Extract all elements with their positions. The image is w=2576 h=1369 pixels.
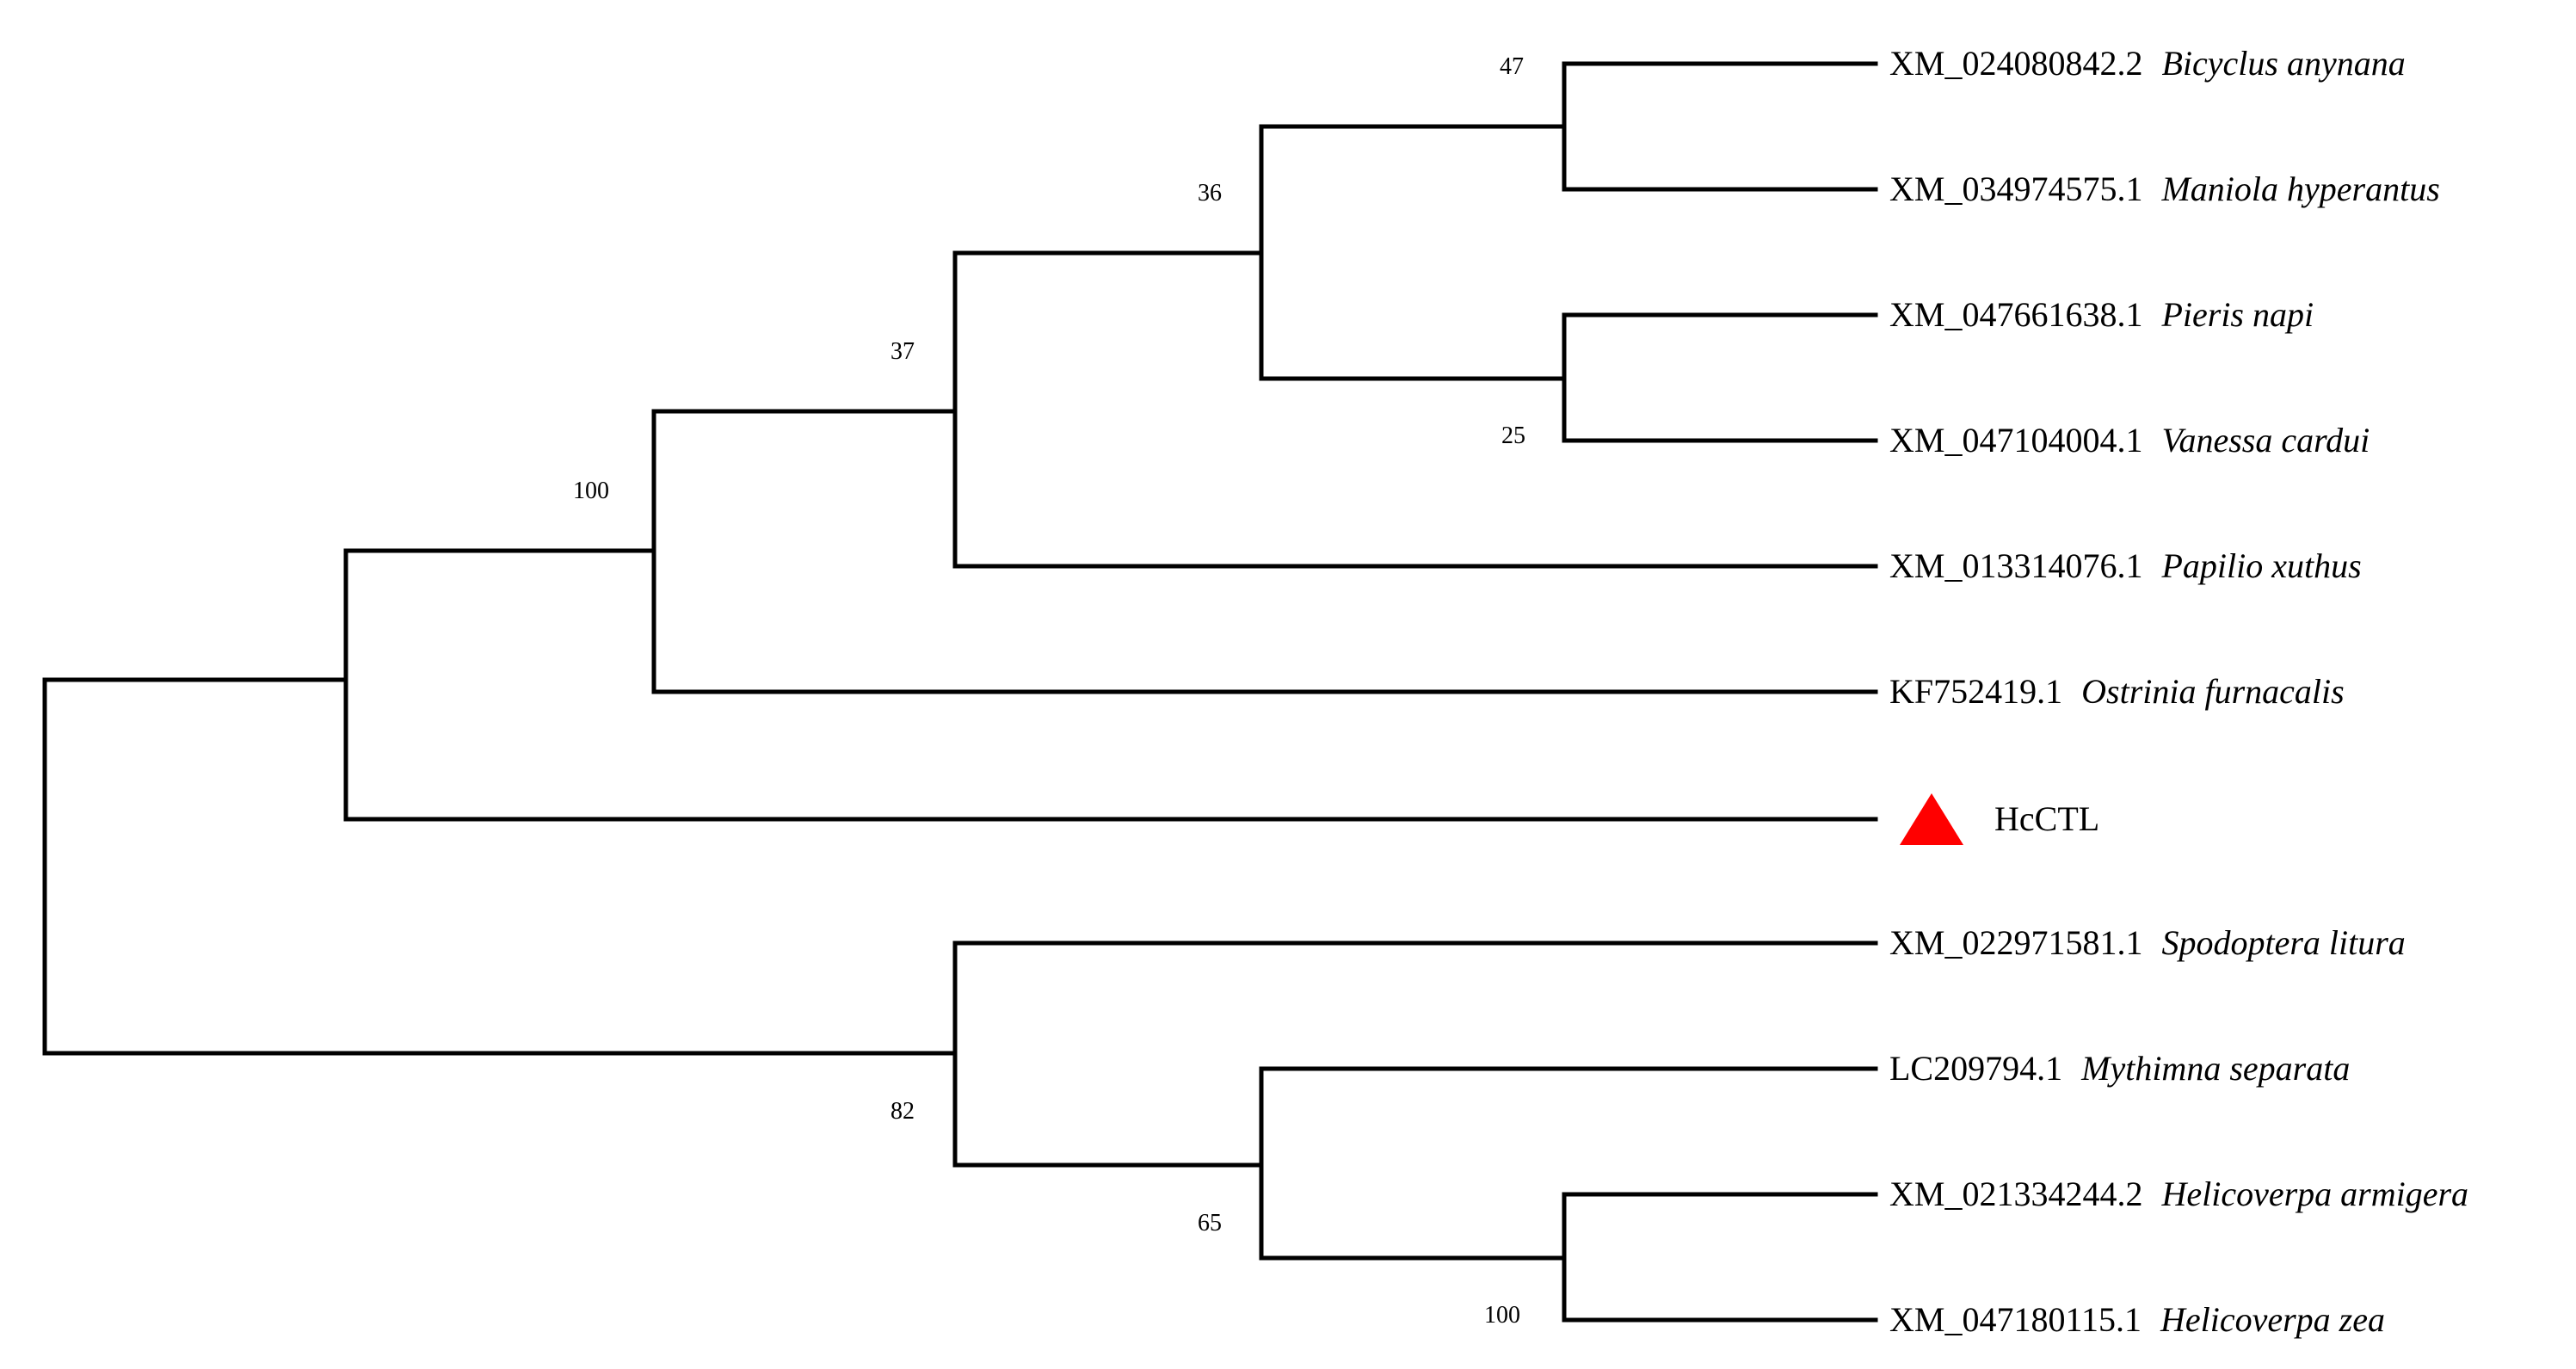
leaf-species: Vanessa cardui [2161, 421, 2370, 459]
leaf-label: XM_022971581.1 Spodoptera litura [1889, 923, 2406, 962]
leaf-label: XM_021334244.2 Helicoverpa armigera [1889, 1175, 2468, 1213]
leaf-accession: KF752419.1 [1889, 672, 2062, 711]
leaf-accession: XM_034974575.1 [1889, 170, 2142, 208]
leaf-label: XM_024080842.2 Bicyclus anynana [1889, 44, 2406, 83]
leaf-label: XM_047661638.1 Pieris napi [1889, 295, 2314, 334]
leaf-label: XM_047180115.1 Helicoverpa zea [1889, 1300, 2385, 1339]
leaf-accession: XM_013314076.1 [1889, 546, 2142, 585]
leaf-species: Papilio xuthus [2160, 546, 2361, 585]
bootstrap-82: 82 [891, 1098, 915, 1125]
triangle-marker-icon [1900, 793, 1963, 845]
leaf-species: Helicoverpa zea [2160, 1300, 2385, 1339]
leaf-species: Pieris napi [2160, 295, 2314, 334]
leaf-label: KF752419.1 Ostrinia furnacalis [1889, 672, 2345, 711]
leaf-species: Mythimna separata [2080, 1049, 2350, 1088]
leaf-label: XM_013314076.1 Papilio xuthus [1889, 546, 2362, 585]
leaf-label: LC209794.1 Mythimna separata [1889, 1049, 2350, 1088]
bootstrap-47: 47 [1500, 53, 1524, 80]
leaf-label: XM_047104004.1 Vanessa cardui [1889, 421, 2370, 459]
leaf-accession: XM_047180115.1 [1889, 1300, 2142, 1339]
leaf-accession: XM_047661638.1 [1889, 295, 2142, 334]
leaf-species: Spodoptera litura [2161, 923, 2405, 962]
bootstrap-100-upper: 100 [573, 478, 609, 504]
leaf-species: Ostrinia furnacalis [2081, 672, 2345, 711]
bootstrap-25: 25 [1501, 422, 1525, 449]
leaf-label: XM_034974575.1 Maniola hyperantus [1889, 170, 2440, 208]
leaf-accession: XM_022971581.1 [1889, 923, 2142, 962]
leaf-label-hcctl: HcCTL [1994, 799, 2099, 838]
leaf-accession: XM_024080842.2 [1889, 44, 2142, 83]
bootstrap-65: 65 [1198, 1210, 1222, 1236]
bootstrap-100-helicoverpa: 100 [1484, 1302, 1520, 1329]
leaf-accession: XM_021334244.2 [1889, 1175, 2142, 1213]
bootstrap-36: 36 [1198, 180, 1222, 207]
leaf-species: Maniola hyperantus [2160, 170, 2439, 208]
leaf-species: Bicyclus anynana [2161, 44, 2405, 83]
leaf-species: Helicoverpa armigera [2160, 1175, 2468, 1213]
leaf-accession: LC209794.1 [1889, 1049, 2062, 1088]
bootstrap-37: 37 [891, 338, 915, 365]
leaf-accession: XM_047104004.1 [1889, 421, 2142, 459]
